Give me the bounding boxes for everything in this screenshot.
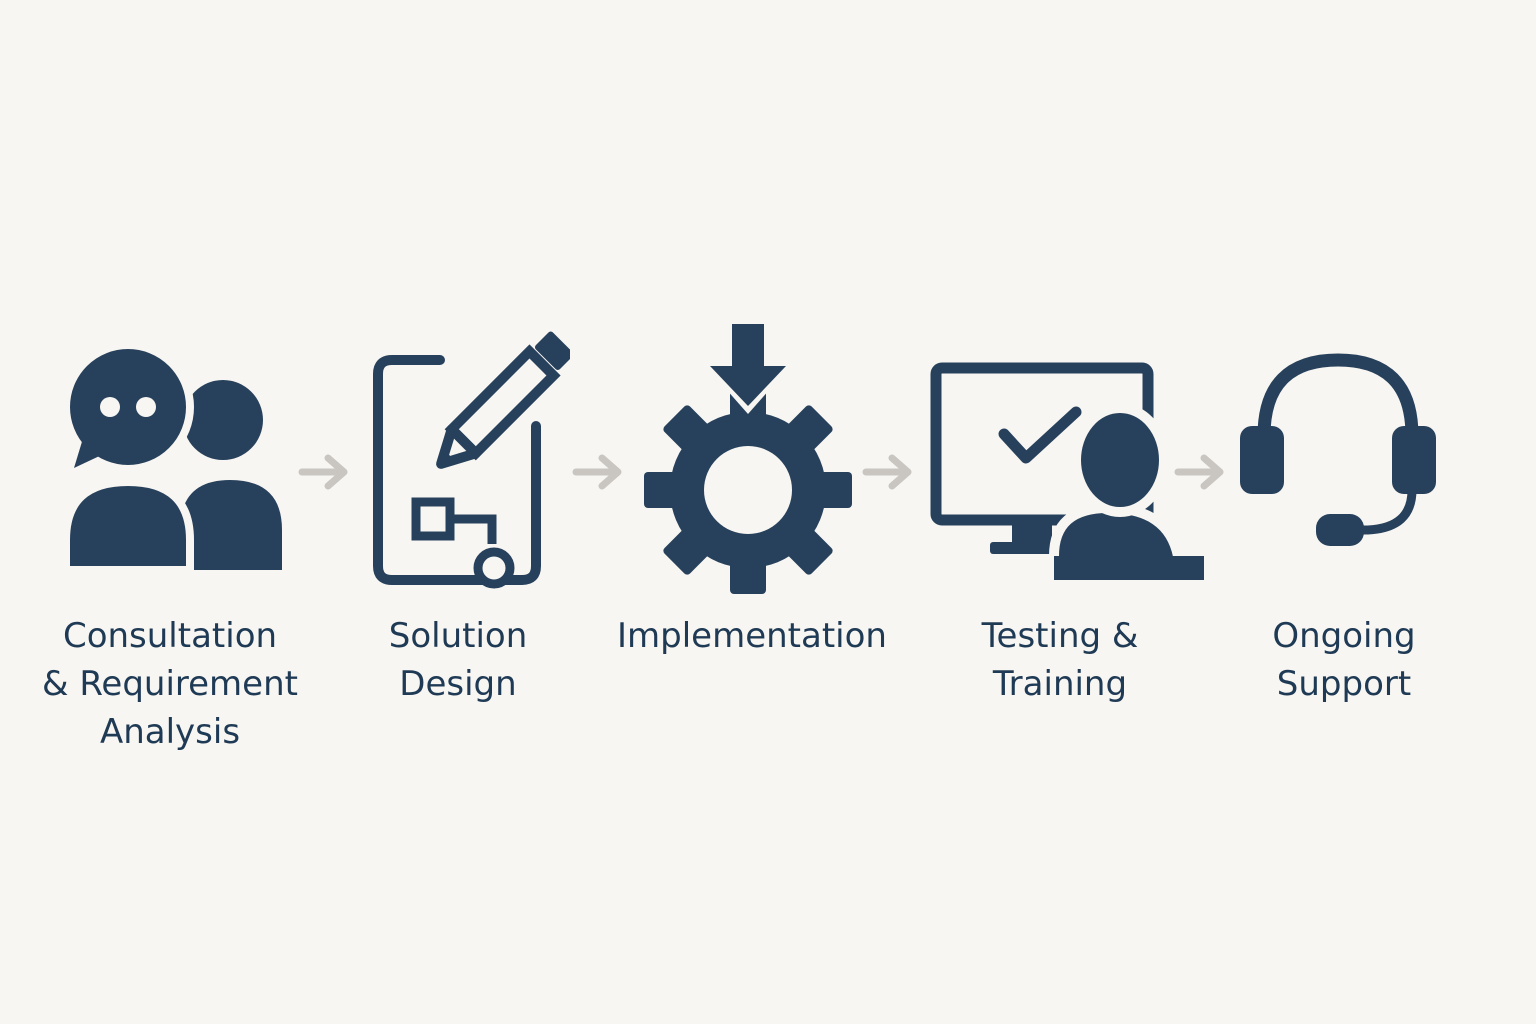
- consultation-icon: [60, 340, 290, 580]
- arrow-right-icon: [572, 452, 628, 496]
- step-label-ongoing-support: Ongoing Support: [1272, 616, 1416, 704]
- step-label-consultation: Consultation & Requirement Analysis: [42, 616, 298, 752]
- arrow-right-icon: [1174, 452, 1230, 496]
- headset-icon: [1236, 340, 1440, 552]
- step-label-solution-design: Solution Design: [388, 616, 528, 704]
- arrow-right-icon: [862, 452, 918, 496]
- monitor-user-check-icon: [928, 360, 1208, 582]
- arrow-right-icon: [298, 452, 354, 496]
- gear-install-icon: [636, 322, 860, 594]
- step-label-implementation: Implementation: [617, 616, 887, 656]
- design-document-icon: [370, 330, 570, 590]
- step-label-testing-training: Testing & Training: [981, 616, 1139, 704]
